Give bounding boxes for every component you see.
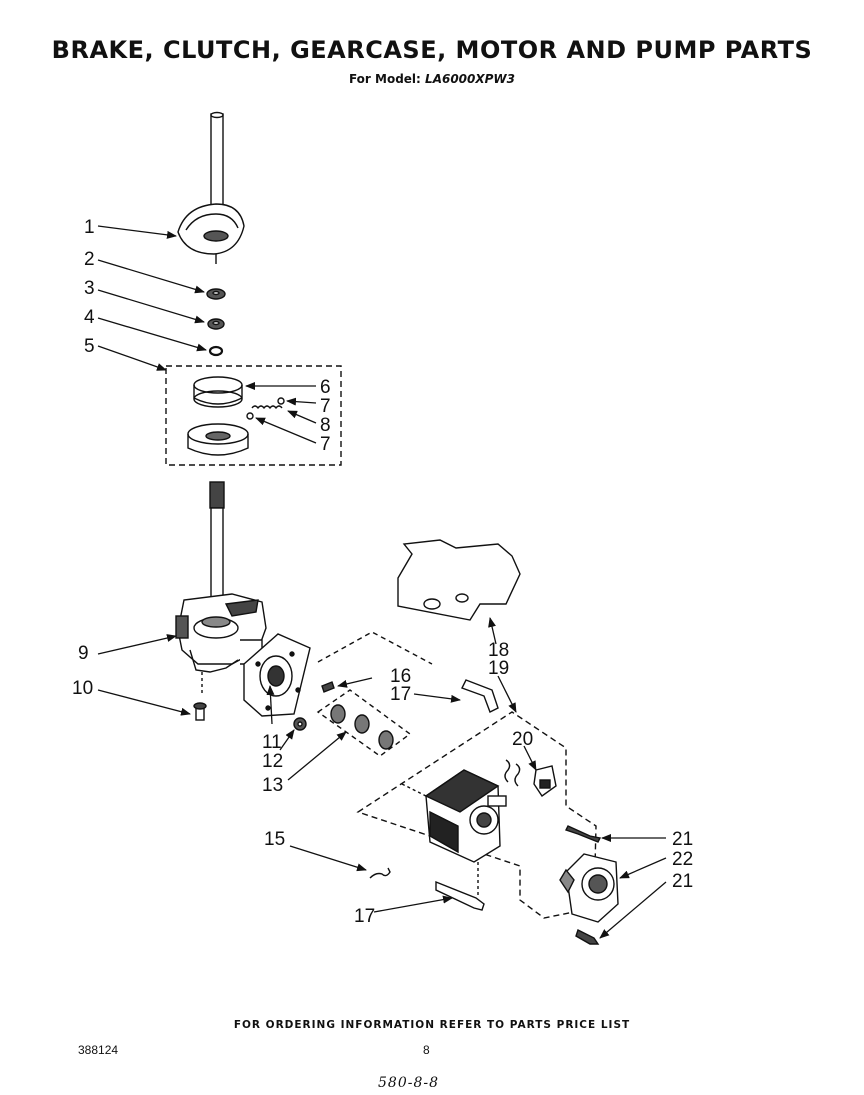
handwritten-reference: 580-8-8 (378, 1075, 439, 1091)
retaining-ring-part-4 (208, 345, 224, 357)
washer-part-2 (206, 288, 226, 300)
callout-6: 6 (320, 377, 331, 398)
bolt-part-10 (193, 702, 207, 721)
page-number: 8 (423, 1043, 430, 1057)
leader-lines (97, 225, 667, 939)
callout-16: 16 (390, 666, 411, 687)
callout-11: 11 (262, 732, 282, 753)
callout-10: 10 (72, 678, 93, 699)
brake-drum-part (187, 423, 249, 456)
callout-5: 5 (84, 336, 95, 357)
callout-20: 20 (512, 729, 533, 750)
gasket-part-18 (397, 539, 521, 621)
callout-9: 9 (78, 643, 89, 664)
clip-part-21-lower (575, 929, 600, 945)
callout-4: 4 (84, 307, 95, 328)
callout-22: 22 (672, 849, 693, 870)
brake-band-part-6 (193, 376, 243, 408)
model-number: LA6000XPW3 (425, 72, 516, 86)
document-number: 388124 (78, 1043, 119, 1057)
callout-15: 15 (264, 829, 285, 850)
coupling-assembly-box (316, 689, 412, 757)
callout-19: 19 (488, 658, 509, 679)
pump-part-22 (559, 853, 619, 923)
callout-3: 3 (84, 278, 95, 299)
switch-part-20 (533, 765, 557, 797)
callout-21-lower: 21 (672, 871, 693, 892)
model-subtitle: For Model: LA6000XPW3 (0, 72, 864, 86)
hose-guide-dash (317, 631, 433, 665)
callout-21-upper: 21 (672, 829, 693, 850)
callout-2: 2 (84, 249, 95, 270)
motor-part (401, 759, 521, 863)
washer-part-3 (207, 318, 225, 330)
spring-part-15 (369, 867, 391, 879)
hose-part-17-lower (435, 862, 485, 911)
gearcase-shaft-part (209, 481, 225, 621)
hose-part-17-upper (461, 679, 499, 713)
screw-part-16 (321, 681, 335, 693)
callout-8: 8 (320, 415, 331, 436)
nut-part-11 (293, 717, 307, 731)
clip-part-21-upper (565, 825, 602, 843)
agitator-shaft-part (210, 111, 224, 227)
motor-mount-plate-part (243, 633, 311, 717)
brake-cam-part-1 (177, 203, 245, 264)
callout-17-lower: 17 (354, 906, 375, 927)
callout-12: 12 (262, 751, 283, 772)
model-prefix: For Model: (348, 72, 421, 86)
coupling-part-13 (330, 704, 394, 750)
callout-1: 1 (84, 217, 95, 238)
brake-spring-part-8 (246, 397, 285, 420)
ordering-note: FOR ORDERING INFORMATION REFER TO PARTS … (233, 1019, 631, 1031)
gearcase-part-9 (175, 593, 267, 696)
callout-13: 13 (262, 775, 283, 796)
callout-18: 18 (488, 640, 509, 661)
brake-assembly-box (165, 365, 342, 466)
callout-7-upper: 7 (320, 396, 331, 417)
page-title: BRAKE, CLUTCH, GEARCASE, MOTOR AND PUMP … (51, 36, 813, 64)
callout-7-lower: 7 (320, 434, 331, 455)
callout-17-upper: 17 (390, 684, 411, 705)
